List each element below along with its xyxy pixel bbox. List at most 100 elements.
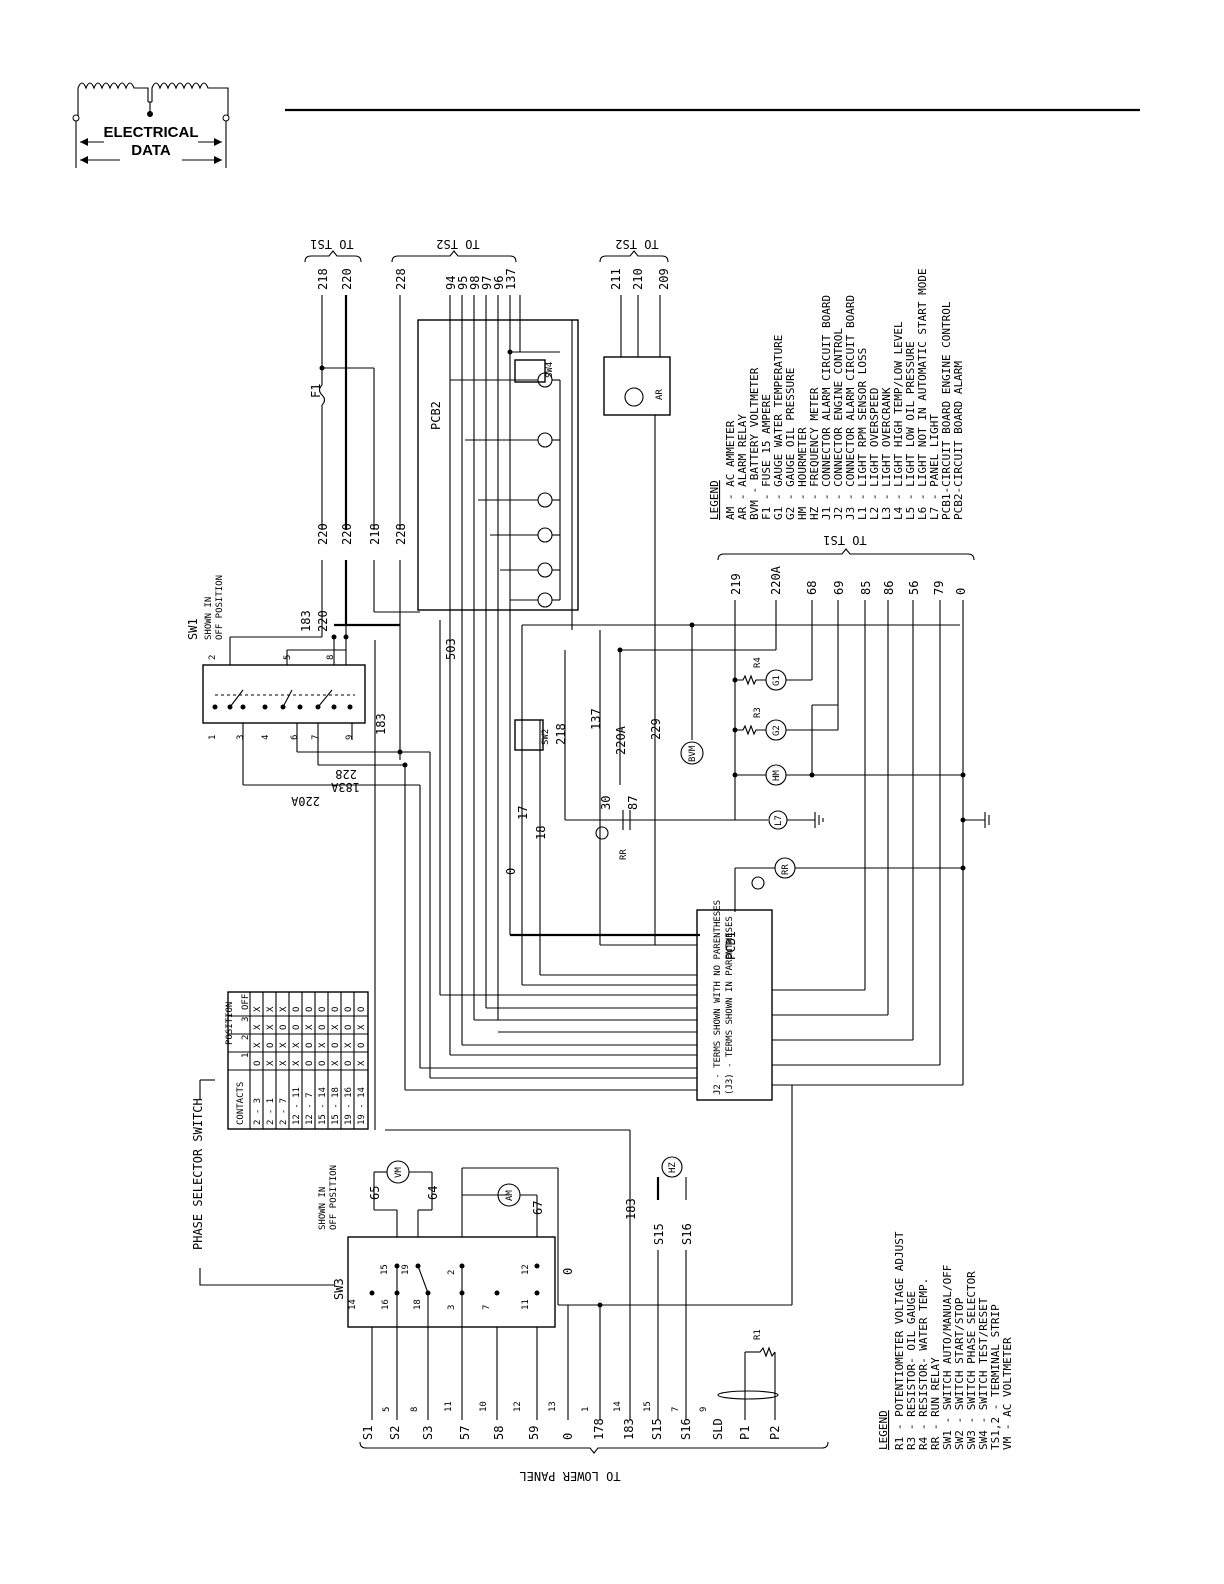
- svg-text:15 - 18: 15 - 18: [331, 1087, 341, 1125]
- am-label: AM: [505, 1190, 515, 1201]
- lower-term: 12: [513, 1401, 523, 1412]
- sw4-switch: [514, 359, 546, 383]
- lower-wire-label: 178: [592, 1418, 606, 1440]
- rr-label: RR: [619, 849, 629, 860]
- svg-text:19 - 16: 19 - 16: [344, 1087, 354, 1125]
- hm-label: HM: [772, 770, 782, 781]
- wire-label: 220: [316, 523, 330, 545]
- svg-text:15: 15: [380, 1264, 390, 1275]
- legend-item: J1 - CONNECTOR ALARM CIRCUIT BOARD: [820, 295, 833, 520]
- legend-item: L4 - LIGHT HIGH TEMP/LOW LEVEL: [892, 321, 905, 520]
- svg-text:X: X: [331, 1060, 341, 1066]
- ts1-wire-label: 0: [954, 588, 968, 595]
- wire-label: 0: [561, 1268, 575, 1275]
- lower-wire-label: S1: [361, 1426, 375, 1440]
- svg-text:19 - 14: 19 - 14: [357, 1087, 367, 1125]
- svg-text:O: O: [318, 1007, 328, 1012]
- wire-label: 503: [444, 638, 458, 660]
- legend-item: L1 - LIGHT RPM SENSOR LOSS: [856, 348, 869, 520]
- top-wire-numbers: 218 220 228 94 95 98 97 96 137 211 210 2…: [316, 268, 671, 290]
- pcb2-inputs: [449, 295, 560, 640]
- sw4-label: SW4: [545, 362, 555, 378]
- svg-text:14: 14: [348, 1299, 358, 1310]
- svg-text:4: 4: [261, 735, 271, 740]
- svg-text:O: O: [331, 1043, 341, 1048]
- wire-label: 218: [316, 268, 330, 290]
- wire-label: 220: [316, 610, 330, 632]
- wire-label: 210: [631, 268, 645, 290]
- wire-label: 94: [444, 276, 458, 290]
- g2-label: G2: [772, 725, 782, 736]
- legend-item: G2 - GAUGE OIL PRESSURE: [784, 368, 797, 520]
- legend-item: RR - RUN RELAY: [929, 1357, 942, 1450]
- wire-label: 220A: [290, 794, 320, 808]
- legend-item: L5 - LIGHT LOW OIL PRESSURE: [904, 341, 917, 520]
- table-cells: O X X X X O X X X X O X X X O O O O X O …: [253, 1006, 367, 1066]
- lower-term: 8: [410, 1407, 420, 1412]
- svg-text:X: X: [253, 1042, 263, 1048]
- wire-label: 87: [626, 796, 640, 810]
- svg-text:9: 9: [345, 735, 355, 740]
- svg-text:1: 1: [208, 735, 218, 740]
- frequency-meter-hz-icon: [661, 1156, 683, 1178]
- svg-text:X: X: [357, 1060, 367, 1066]
- svg-text:16: 16: [381, 1299, 391, 1310]
- wire-label: 18: [534, 826, 548, 840]
- wire-label: 137: [589, 708, 603, 730]
- ts1-right-group: TO TS1 219 220A 68 69 85 86 56 79 0 G1 G…: [717, 533, 990, 1085]
- wire-label: 67: [531, 1201, 545, 1215]
- svg-text:2: 2: [447, 1270, 457, 1275]
- svg-text:O: O: [253, 1061, 263, 1066]
- legend-item: AR - ALARM RELAY: [736, 414, 749, 520]
- legend-item: J3 - CONNECTOR ALARM CIRCUIT BOARD: [844, 295, 857, 520]
- lower-term: 14: [613, 1401, 623, 1412]
- svg-text:X: X: [266, 1060, 276, 1066]
- group-label-ts1-top: TO TS1: [310, 237, 353, 251]
- wire-label: S15: [652, 1223, 666, 1245]
- lower-term: 1: [581, 1407, 591, 1412]
- pcb1-board-group: PCB1 J2 - TERMS SHOWN WITH NO PARENTHESE…: [404, 752, 963, 1308]
- wire-label: 211: [609, 268, 623, 290]
- sw1-note: OFF POSITION: [215, 575, 225, 640]
- legend-item: SW4 - SWITCH TEST/RESET: [977, 1297, 990, 1450]
- wire-label: S16: [680, 1223, 694, 1245]
- ts1-wire-label: 79: [932, 581, 946, 595]
- wire-label: 183: [299, 610, 313, 632]
- svg-text:X: X: [279, 1006, 289, 1012]
- sw3-title: SW3: [332, 1278, 346, 1300]
- relay-a-icon: [595, 826, 609, 840]
- svg-text:O: O: [305, 1061, 315, 1066]
- lower-term: 9: [699, 1407, 709, 1412]
- pcb2-lamps: [450, 372, 561, 608]
- lower-wire-label: P2: [768, 1426, 782, 1440]
- group-label-ts2-right: TO TS2: [615, 237, 658, 251]
- sw2-switch: [514, 719, 544, 751]
- lower-term: 13: [548, 1401, 558, 1412]
- wire-label: 228: [335, 767, 357, 781]
- group-label-ts1-right: TO TS1: [823, 533, 866, 547]
- table-header: CONTACTS: [236, 1082, 246, 1125]
- legend-item: AM - AC AMMETER: [724, 420, 737, 520]
- svg-text:O: O: [305, 1007, 315, 1012]
- wire-label: 220: [340, 523, 354, 545]
- lower-wire-label: S2: [388, 1426, 402, 1440]
- legend-item: HZ - FREQUENCY METER: [808, 387, 821, 520]
- ar-label: AR: [655, 389, 665, 400]
- svg-text:2 - 1: 2 - 1: [266, 1098, 276, 1125]
- wire-label: 218: [368, 523, 382, 545]
- electrical-data-logo: ELECTRICAL DATA: [72, 82, 230, 168]
- sw1-switch: [202, 664, 366, 724]
- svg-text:O: O: [331, 1007, 341, 1012]
- hz-label: HZ: [668, 1162, 678, 1173]
- legend-top: LEGEND AM - AC AMMETER AR - ALARM RELAY …: [708, 268, 965, 520]
- logo-line-1: ELECTRICAL: [104, 124, 199, 141]
- table-col: 3: [241, 1017, 251, 1022]
- svg-text:12 - 11: 12 - 11: [292, 1087, 302, 1125]
- wire-label: 98: [468, 276, 482, 290]
- g1-label: G1: [772, 675, 782, 686]
- sw2-label: SW2: [541, 729, 551, 745]
- ts1-wire-label: 86: [882, 581, 896, 595]
- legend-item: SW2 - SWITCH START/STOP: [953, 1297, 966, 1450]
- svg-text:X: X: [266, 1006, 276, 1012]
